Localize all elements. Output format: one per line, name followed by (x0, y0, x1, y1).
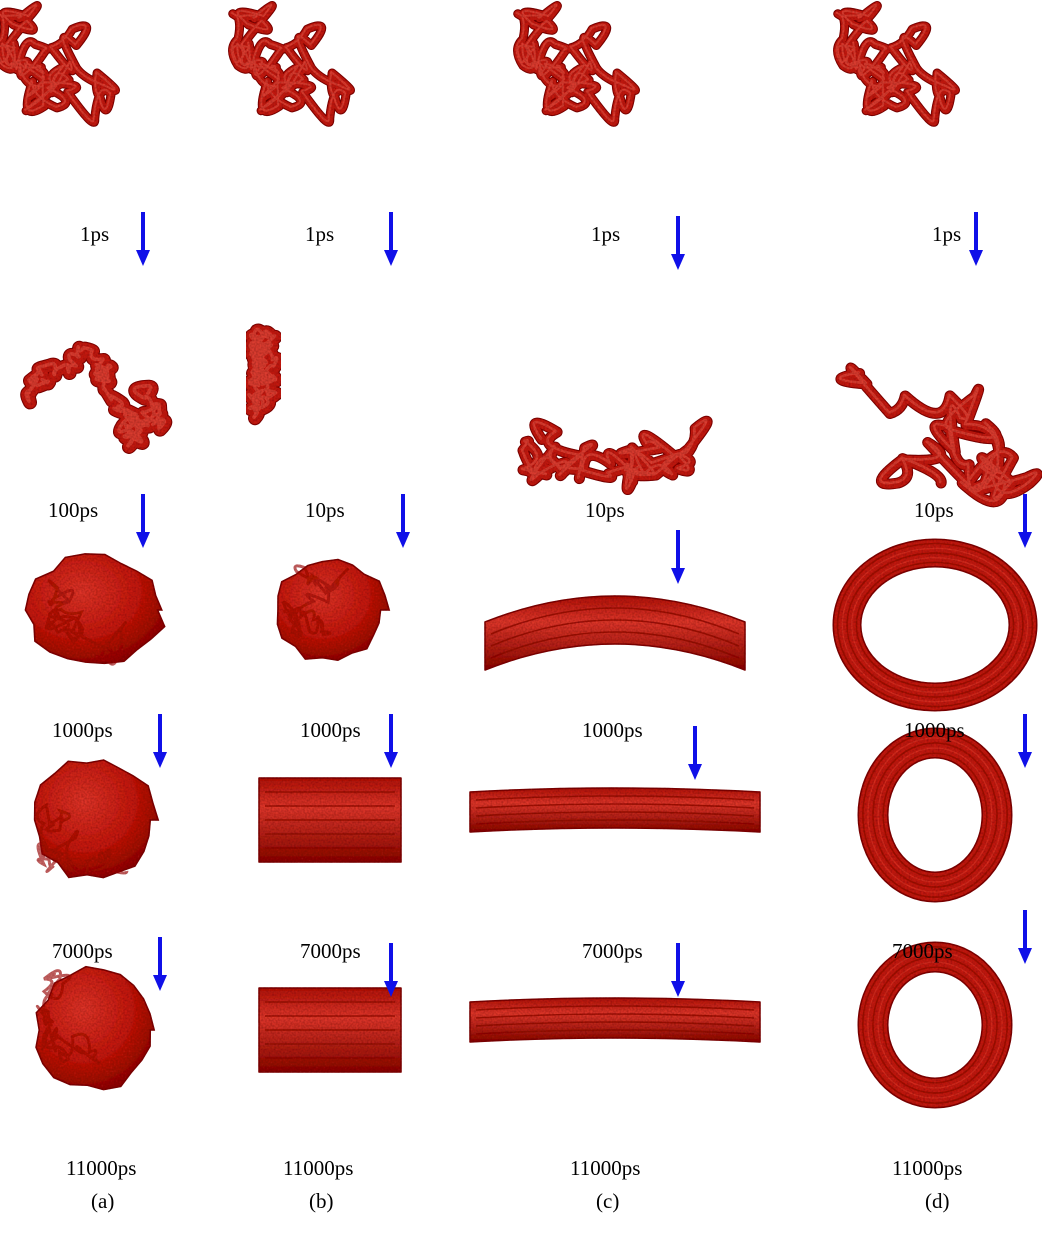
time-label-b-2: 10ps (305, 500, 345, 521)
time-label-d-2: 10ps (914, 500, 954, 521)
arrow-c-3 (688, 726, 702, 780)
panel-caption-d: (d) (925, 1191, 950, 1212)
time-label-b-4: 7000ps (300, 941, 361, 962)
time-label-a-4: 7000ps (52, 941, 113, 962)
structure-d-late (863, 733, 1007, 897)
arrow-c-2 (671, 530, 685, 584)
arrow-a-4 (153, 937, 167, 991)
time-label-c-2: 10ps (585, 500, 625, 521)
time-label-d-1: 1ps (932, 224, 961, 245)
arrow-b-3 (384, 714, 398, 768)
structure-b-final (259, 988, 401, 1072)
time-label-a-2: 100ps (48, 500, 98, 521)
structure-d-mid (838, 544, 1033, 707)
chain-structures (0, 5, 1037, 1104)
structure-b-late (259, 778, 401, 862)
arrow-c-1 (671, 216, 685, 270)
time-label-c-4: 7000ps (582, 941, 643, 962)
time-label-d-4: 7000ps (892, 941, 953, 962)
final-time-label-b: 11000ps (283, 1158, 353, 1179)
structure-a-mid (25, 554, 164, 664)
arrow-d-3 (1018, 714, 1032, 768)
structure-a-final (36, 967, 154, 1090)
structure-c-initial (517, 5, 636, 123)
final-time-label-a: 11000ps (66, 1158, 136, 1179)
structure-d-initial (837, 5, 956, 123)
structure-b-mid (277, 560, 389, 661)
panel-caption-b: (b) (309, 1191, 334, 1212)
time-label-c-3: 1000ps (582, 720, 643, 741)
structure-c-final (470, 998, 760, 1042)
structure-c-late (470, 788, 760, 832)
final-time-label-d: 11000ps (892, 1158, 962, 1179)
structure-d-early (840, 367, 1037, 502)
time-label-a-1: 1ps (80, 224, 109, 245)
time-label-d-3: 1000ps (904, 720, 965, 741)
structure-c-mid (485, 596, 745, 670)
time-label-c-1: 1ps (591, 224, 620, 245)
final-time-label-c: 11000ps (570, 1158, 640, 1179)
arrow-d-4 (1018, 910, 1032, 964)
arrow-d-2 (1018, 494, 1032, 548)
structure-a-late (35, 760, 159, 878)
arrow-d-1 (969, 212, 983, 266)
structure-c-early (522, 420, 707, 489)
structure-a-initial (0, 5, 115, 123)
time-label-a-3: 1000ps (52, 720, 113, 741)
arrow-a-3 (153, 714, 167, 768)
structure-d-final (863, 947, 1007, 1103)
arrow-b-2 (396, 494, 410, 548)
time-label-b-3: 1000ps (300, 720, 361, 741)
arrow-b-1 (384, 212, 398, 266)
time-label-b-1: 1ps (305, 224, 334, 245)
arrow-c-4 (671, 943, 685, 997)
structure-a-early (26, 347, 165, 447)
arrow-a-2 (136, 494, 150, 548)
structure-b-early (249, 329, 278, 418)
structure-b-initial (232, 5, 351, 123)
panel-caption-a: (a) (91, 1191, 114, 1212)
panel-caption-c: (c) (596, 1191, 619, 1212)
arrow-a-1 (136, 212, 150, 266)
